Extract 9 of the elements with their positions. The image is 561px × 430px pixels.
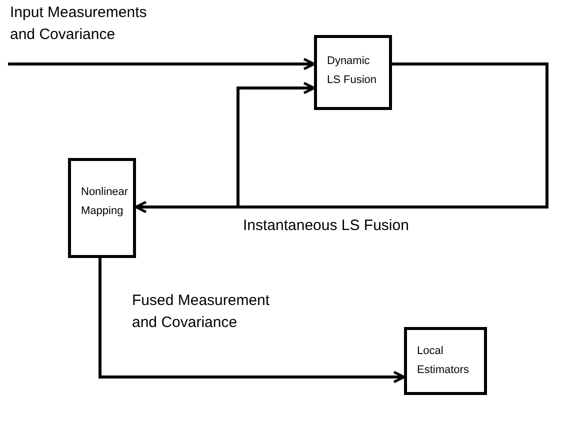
arrow	[8, 58, 316, 70]
process-box	[404, 327, 487, 395]
process-box	[68, 158, 136, 258]
arrow	[98, 258, 406, 384]
box-label: Dynamic LS Fusion	[327, 54, 378, 88]
process-box	[314, 35, 392, 110]
box-label: Nonlinear Mapping	[81, 185, 129, 220]
arrow	[236, 62, 548, 208]
box-label: Local Estimators	[417, 344, 470, 378]
